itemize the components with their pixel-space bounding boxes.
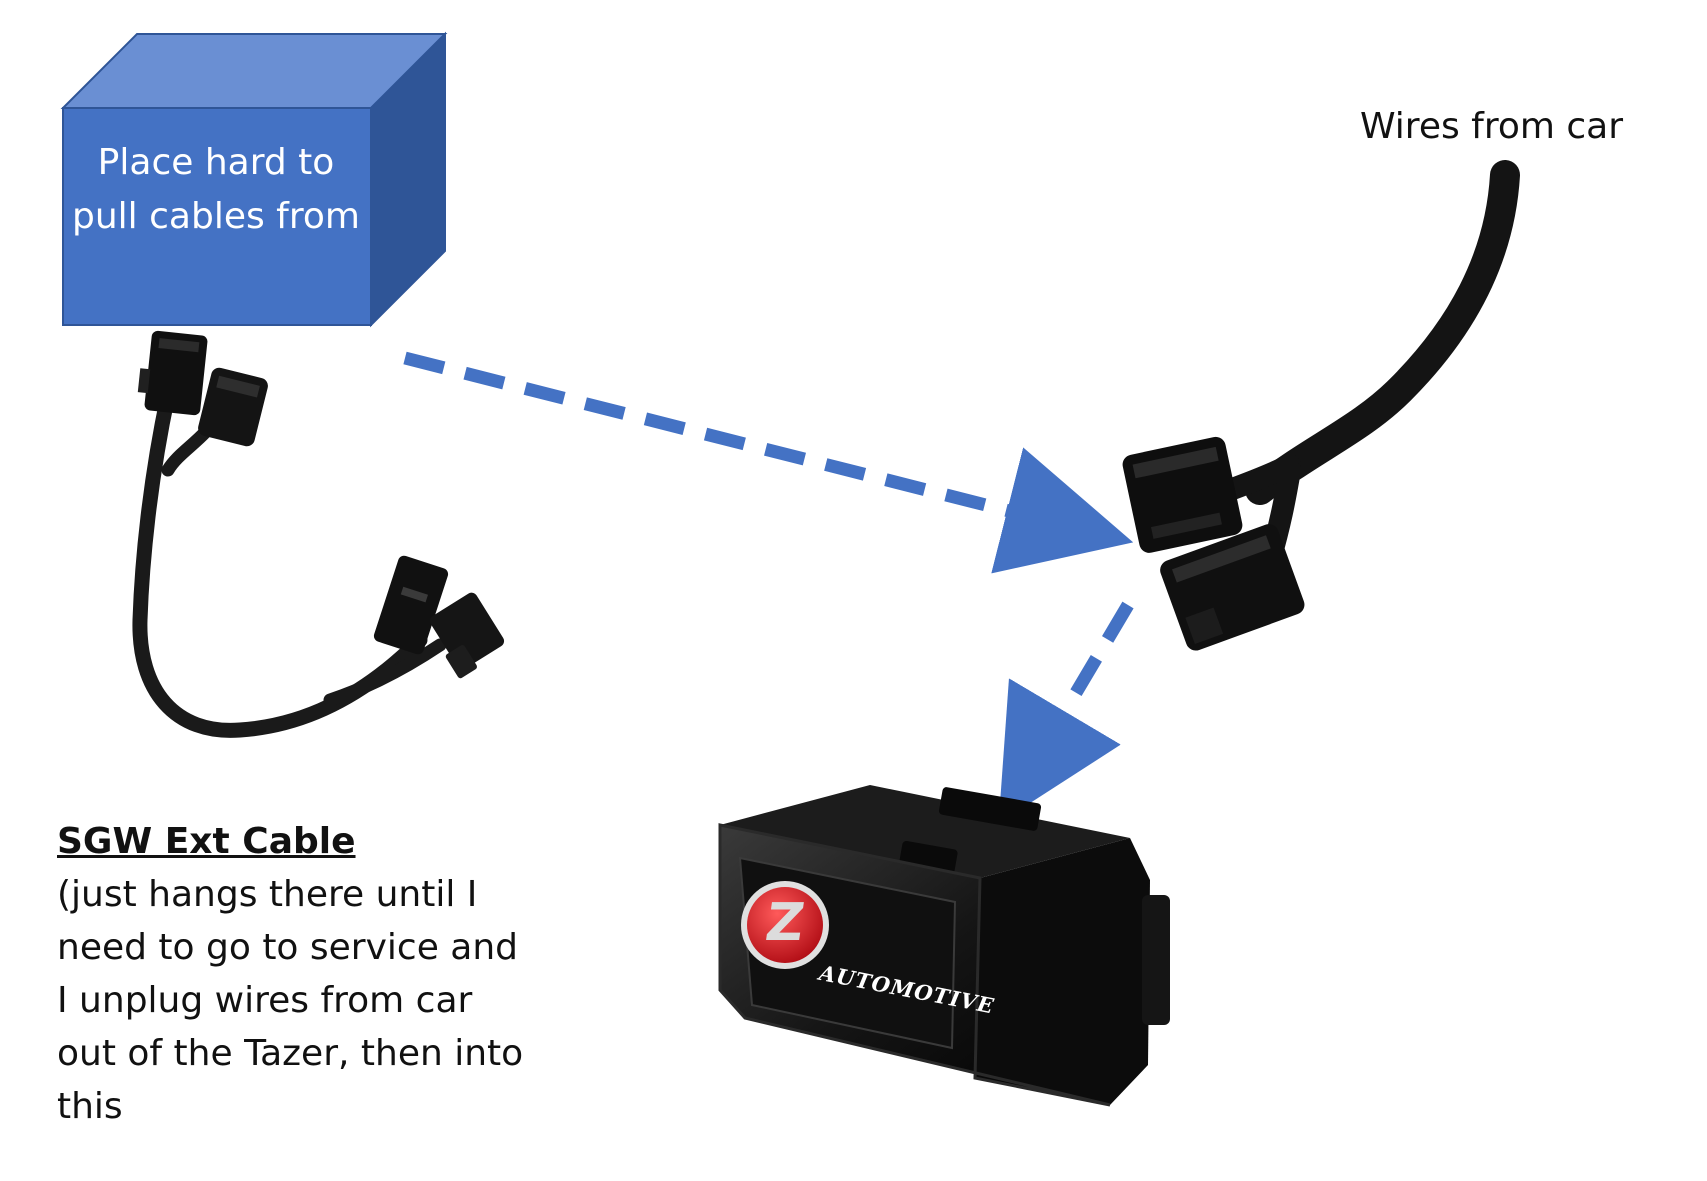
module-top-slot [938, 787, 1042, 831]
cable-connector-top-b [198, 367, 268, 447]
cube-front-face [62, 107, 372, 326]
wires-from-car-label: Wires from car [1360, 106, 1624, 147]
cable-description: (just hangs there until I need to go to … [57, 874, 524, 1127]
cable-connector-bottom-a [373, 555, 449, 655]
car-connector-b [1160, 524, 1305, 651]
module-top [720, 785, 1130, 878]
y-cable-harness [132, 330, 505, 738]
cable-connector-top-a [137, 330, 208, 416]
cable-connector-bottom-b [429, 592, 505, 679]
cube-shape [60, 31, 448, 328]
cable-description-block: SGW Ext Cable (just hangs there until I … [57, 815, 537, 1133]
obd-module [718, 785, 1170, 1107]
cable-wire-branch-bottom [323, 638, 447, 707]
logo-badge [747, 887, 823, 963]
module-side-port [1142, 895, 1170, 1025]
dashed-arrow-to-device [998, 601, 1134, 824]
car-wire-connector [1122, 160, 1520, 651]
module-side [975, 838, 1150, 1105]
car-connector-a [1122, 436, 1243, 553]
logo-letter: Z [761, 893, 809, 953]
cable-title: SGW Ext Cable [57, 821, 356, 862]
dashed-arrow-to-car-wires [403, 351, 1134, 574]
cube-label: Place hard to pull cables from [72, 142, 360, 237]
car-wire-trunk [1245, 160, 1520, 505]
